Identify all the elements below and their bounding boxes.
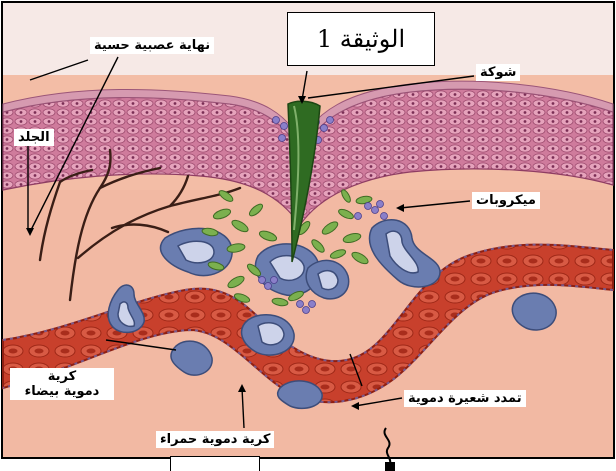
- label-white-blood-cell: كرية دموية بيضاء: [10, 368, 114, 400]
- label-white-blood-cell-line1: كرية: [14, 369, 110, 384]
- bottom-tab: [170, 456, 260, 471]
- document-title: الوثيقة 1: [287, 12, 435, 66]
- label-nerve-ending: نهاية عصبية حسية: [90, 37, 214, 54]
- label-red-blood-cell: كرية دموية حمراء: [156, 431, 274, 448]
- label-microbes: ميكروبات: [472, 192, 540, 209]
- label-white-blood-cell-line2: دموية بيضاء: [14, 384, 110, 399]
- label-capillary-dilation: تمدد شعيرة دموية: [404, 390, 526, 407]
- label-thorn: شوكة: [476, 64, 520, 81]
- marker-square: [385, 462, 395, 471]
- label-skin: الجلد: [14, 129, 54, 146]
